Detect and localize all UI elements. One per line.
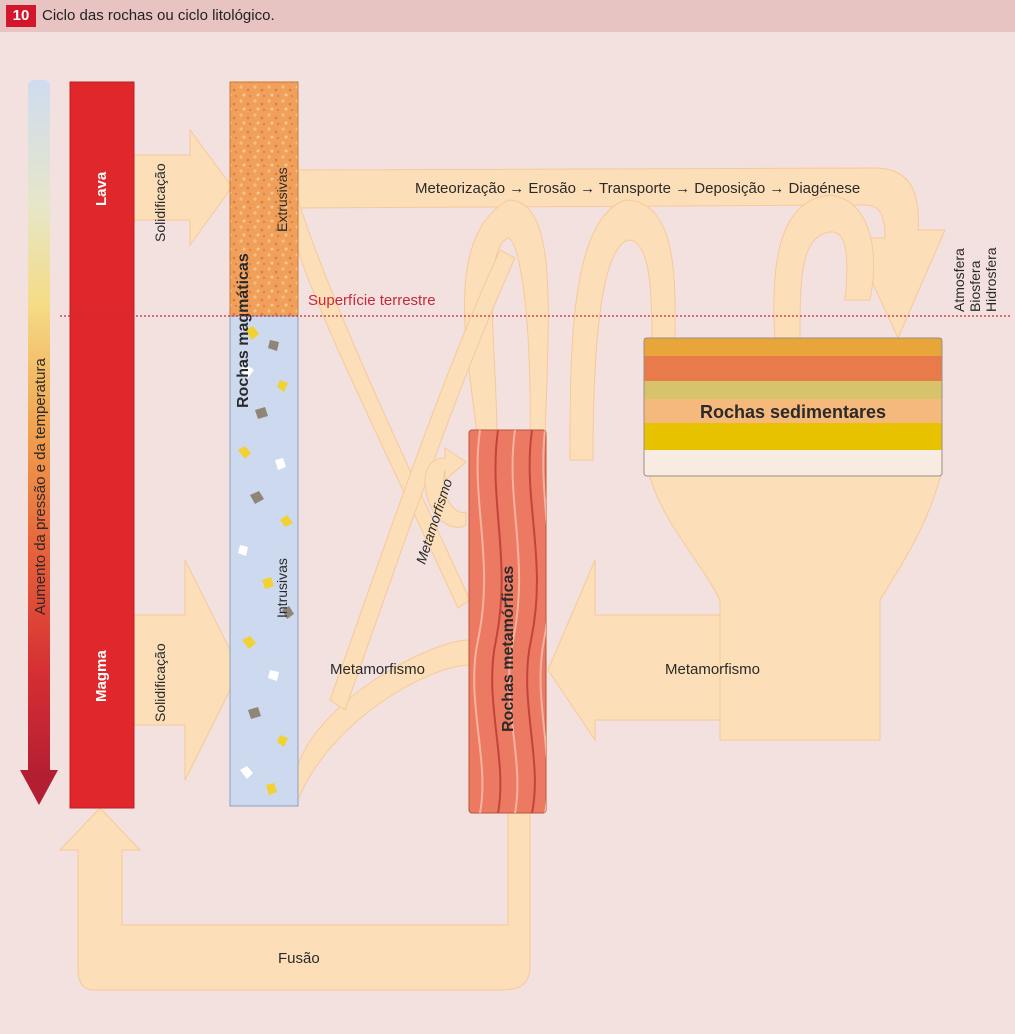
sedimentary-rocks-label: Rochas sedimentares	[700, 402, 886, 422]
intrusive-grains	[238, 326, 294, 795]
fusion-arrow	[58, 807, 531, 991]
molten-column: Lava Magma	[69, 81, 135, 809]
surface-line-label: Superfície terrestre	[308, 292, 436, 309]
sphere-label: Hidrosfera	[983, 247, 999, 312]
figure-caption: Ciclo das rochas ou ciclo litológico.	[42, 7, 275, 24]
sediment-uplift-loop-3	[773, 194, 875, 341]
flow-arrows	[58, 128, 946, 991]
extrusive-label: Extrusivas	[274, 167, 290, 232]
gradient-arrowhead	[20, 770, 58, 805]
magma-label: Magma	[93, 650, 110, 702]
sediment-funnel	[647, 469, 943, 741]
gradient-axis-label: Aumento da pressão e da temperatura	[32, 358, 49, 615]
metamorphic-rock-block: Rochas metamórficas	[468, 429, 547, 814]
metamorphic-rocks-label: Rochas metamórficas	[500, 566, 517, 732]
solidification-top-label: Solidificação	[152, 163, 168, 242]
magmatic-rock-column: Rochas magmáticas Extrusivas Intrusivas	[229, 81, 299, 807]
surface-line-group: Superfície terrestre	[60, 292, 1010, 317]
sphere-label: Atmosfera	[951, 248, 967, 312]
intrusive-label: Intrusivas	[274, 558, 290, 618]
intrusive-rock	[229, 315, 299, 807]
metamorphism-right-label: Metamorfismo	[665, 661, 760, 678]
pressure-temperature-axis: Aumento da pressão e da temperatura	[20, 80, 58, 805]
solidification-bottom-label: Solidificação	[152, 643, 168, 722]
sphere-label: Biosfera	[967, 260, 983, 312]
figure-header: 10 Ciclo das rochas ou ciclo litológico.	[0, 0, 1015, 32]
rising-curve	[329, 249, 516, 711]
fusion-label: Fusão	[278, 950, 320, 967]
lava-label: Lava	[93, 171, 110, 206]
solidification-top-arrow	[133, 128, 233, 247]
spheres-labels: Atmosfera Biosfera Hidrosfera	[951, 247, 999, 312]
metamorphism-loop-arrow	[424, 447, 467, 528]
gradient-bar	[28, 80, 50, 780]
figure-number-badge: 10	[6, 5, 36, 27]
magmatic-cross-curve	[297, 199, 471, 609]
magmatic-rocks-label: Rochas magmáticas	[235, 253, 252, 408]
metamorphism-left-label: Metamorfismo	[330, 661, 425, 678]
solidification-bottom-arrow	[133, 559, 241, 781]
extrusive-rock	[229, 81, 299, 317]
lava-magma-bar	[69, 81, 135, 809]
metamorphism-right-arrow	[547, 559, 721, 742]
sedimentary-rock-block: Rochas sedimentares	[643, 337, 943, 477]
surface-processes-label: Meteorização → Erosão → Transporte → Dep…	[415, 180, 860, 197]
